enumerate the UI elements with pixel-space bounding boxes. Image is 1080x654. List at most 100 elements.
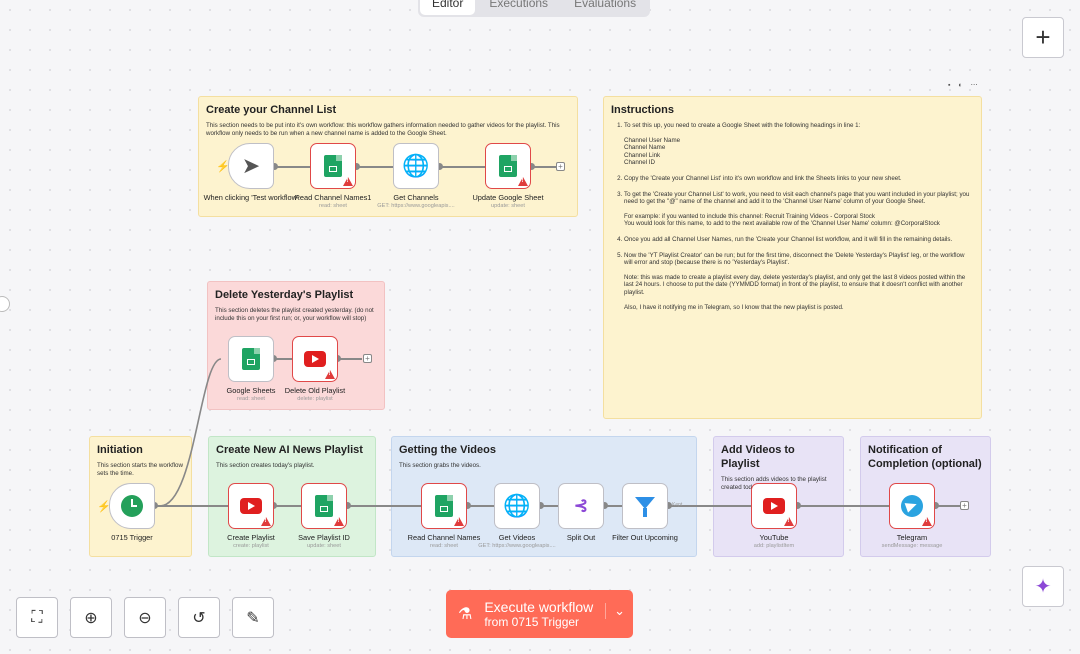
- add-next-node-button[interactable]: +: [556, 162, 565, 171]
- output-handle[interactable]: [271, 163, 278, 170]
- instruction-text: To set this up, you need to create a Goo…: [624, 122, 861, 129]
- node-0715-trigger[interactable]: ⚡: [97, 483, 155, 529]
- google-sheets-icon: [315, 495, 333, 517]
- instructions-list: To set this up, you need to create a Goo…: [611, 122, 974, 311]
- instruction-step: To set this up, you need to create a Goo…: [624, 122, 974, 167]
- node-label: Telegram: [896, 533, 928, 542]
- node-get-videos[interactable]: 🌐: [494, 483, 540, 529]
- output-handle[interactable]: [436, 163, 443, 170]
- telegram-icon: [901, 495, 923, 517]
- node-update-google-sheet[interactable]: [485, 143, 531, 189]
- tab-editor[interactable]: Editor: [420, 0, 476, 15]
- node-label: Read Channel Names: [407, 533, 481, 542]
- node-delete-old-playlist[interactable]: [292, 336, 338, 382]
- node-subtitle: sendMessage: message: [881, 543, 943, 549]
- node-google-sheets[interactable]: [228, 336, 274, 382]
- node-telegram[interactable]: [889, 483, 935, 529]
- note-desc: This section adds videos to the playlist…: [721, 476, 827, 491]
- split-icon: ⊰: [573, 496, 589, 515]
- tidy-up-button[interactable]: ✎: [232, 597, 274, 638]
- sparkle-icon: ✦: [1034, 576, 1052, 598]
- google-sheets-icon: [242, 348, 260, 370]
- add-next-node-button[interactable]: +: [363, 354, 372, 363]
- output-handle[interactable]: [537, 502, 544, 509]
- tab-executions[interactable]: Executions: [489, 0, 549, 10]
- youtube-icon: [304, 351, 326, 367]
- connection-line: [531, 166, 556, 168]
- globe-icon: 🌐: [402, 153, 430, 178]
- output-handle[interactable]: [353, 163, 360, 170]
- clean-up-icon: ✎: [246, 609, 260, 627]
- connection-line: [273, 358, 293, 360]
- cursor-icon: ➤: [241, 153, 261, 178]
- node-label: When clicking 'Test workflow': [203, 193, 299, 202]
- connection-line: [273, 505, 301, 507]
- heading-item: Channel Name: [624, 144, 666, 152]
- trigger-bolt-icon: ⚡: [216, 161, 230, 173]
- connection-line: [604, 505, 623, 507]
- node-create-playlist[interactable]: [228, 483, 274, 529]
- output-handle[interactable]: [464, 502, 471, 509]
- google-sheets-icon: [324, 155, 342, 177]
- google-sheets-icon: [499, 155, 517, 177]
- node-subtitle: update: sheet: [307, 543, 341, 549]
- output-handle[interactable]: [601, 502, 608, 509]
- execute-subtitle: from 0715 Trigger: [484, 614, 580, 629]
- output-handle[interactable]: [528, 163, 535, 170]
- output-handle[interactable]: [344, 502, 351, 509]
- node-label: Create Playlist: [227, 533, 275, 542]
- node-label: Filter Out Upcoming: [612, 533, 678, 542]
- node-filter-out-upcoming[interactable]: [622, 483, 668, 529]
- zoom-out-button[interactable]: ⊖: [124, 597, 166, 638]
- note-instructions[interactable]: Instructions To set this up, you need to…: [603, 96, 982, 419]
- node-split-out[interactable]: ⊰: [558, 483, 604, 529]
- instruction-example: You would look for this name, to add to …: [624, 220, 940, 228]
- trigger-bolt-icon: ⚡: [97, 501, 111, 513]
- note-title: Add Videos to Playlist: [721, 444, 795, 470]
- warning-icon: [454, 517, 464, 526]
- chevron-down-icon[interactable]: ⌄: [605, 603, 625, 619]
- node-label: Delete Old Playlist: [284, 386, 346, 395]
- heading-item: Channel ID: [624, 159, 655, 167]
- node-save-playlist-id[interactable]: [301, 483, 347, 529]
- note-desc: This section needs to be put into it's o…: [206, 122, 560, 137]
- node-youtube[interactable]: [751, 483, 797, 529]
- note-title: Create your Channel List: [206, 104, 337, 116]
- reset-zoom-button[interactable]: ↺: [178, 597, 220, 638]
- node-label: 0715 Trigger: [111, 533, 153, 542]
- output-handle[interactable]: [794, 502, 801, 509]
- fit-view-button[interactable]: ⛶: [16, 597, 58, 638]
- connection-line: [155, 505, 228, 507]
- node-label: Read Channel Names1: [294, 193, 372, 202]
- sticky-note-tools[interactable]: ▪ ◐ ⋯: [948, 82, 981, 89]
- add-next-node-button[interactable]: +: [960, 501, 969, 510]
- node-get-channels[interactable]: 🌐: [393, 143, 439, 189]
- zoom-in-button[interactable]: ⊕: [70, 597, 112, 638]
- note-create-playlist[interactable]: Create New AI News Playlist This section…: [208, 436, 376, 557]
- node-manual-trigger[interactable]: ⚡ ➤: [216, 143, 274, 189]
- connection-line: [439, 166, 485, 168]
- note-desc: This section creates today's playlist.: [216, 462, 315, 469]
- node-label: Save Playlist ID: [298, 533, 350, 542]
- warning-icon: [334, 517, 344, 526]
- connection-line: [935, 505, 960, 507]
- node-read-channel-names1[interactable]: [310, 143, 356, 189]
- execute-workflow-button[interactable]: ⚗ Execute workflow from 0715 Trigger ⌄: [446, 590, 633, 638]
- zoom-out-icon: ⊖: [138, 609, 152, 627]
- output-handle[interactable]: [665, 502, 672, 509]
- ai-assistant-button[interactable]: ✦: [1022, 566, 1064, 607]
- output-handle[interactable]: [932, 502, 939, 509]
- node-label: Update Google Sheet: [472, 193, 544, 202]
- warning-icon: [343, 177, 353, 186]
- heading-item: Channel Link: [624, 151, 661, 159]
- node-label: Split Out: [566, 533, 596, 542]
- node-subtitle: update: sheet: [491, 203, 525, 209]
- note-add-videos[interactable]: Add Videos to Playlist This section adds…: [713, 436, 844, 557]
- connection-line: [797, 505, 890, 507]
- tab-evaluations[interactable]: Evaluations: [574, 0, 637, 10]
- flask-icon: ⚗: [458, 606, 473, 623]
- connection-line: [274, 166, 310, 168]
- fit-view-icon: ⛶: [31, 608, 43, 626]
- node-read-channel-names[interactable]: [421, 483, 467, 529]
- add-node-button[interactable]: +: [1022, 17, 1064, 58]
